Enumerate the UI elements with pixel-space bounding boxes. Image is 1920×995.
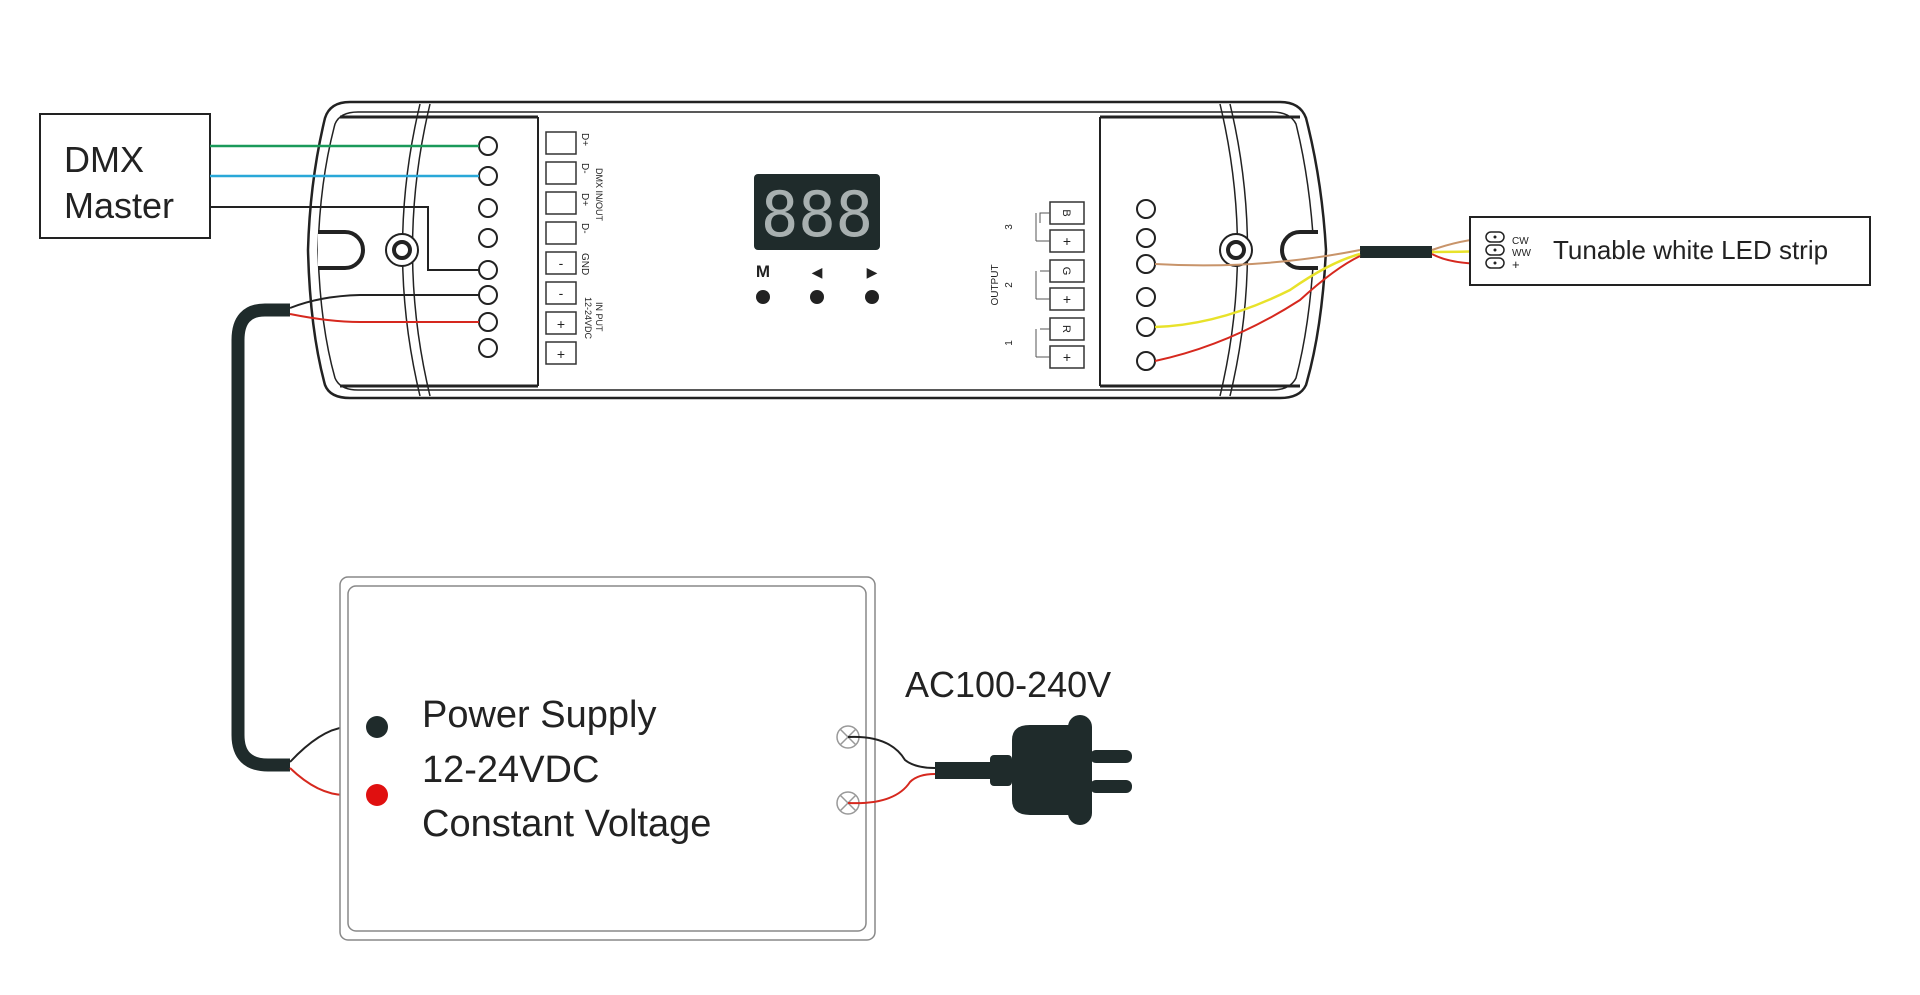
output-terminal-holes [1136,199,1156,371]
psu-label-1: Power Supply [422,694,656,736]
output-label-plus-3: + [1063,233,1071,249]
terminal-label-d-minus-2: D- [579,223,590,234]
terminal-symbol-7: + [557,316,565,332]
led-strip-title: Tunable white LED strip [1553,235,1828,265]
pin-label-plus: + [1512,257,1520,272]
output-label-plus-1: + [1063,349,1071,365]
dmx-master-label-1: DMX [64,139,144,180]
output-label-g: G [1060,267,1072,276]
output-label-b: B [1060,209,1072,216]
terminal-label-d-plus-2: D+ [579,193,590,206]
dmx-master-label-2: Master [64,185,174,226]
output-label-plus-2: + [1063,291,1071,307]
psu-negative-terminal [366,716,388,738]
mains-voltage-label: AC100-240V [905,664,1111,705]
output-channel-2: 2 [1004,282,1015,288]
dmx-inout-label: DMX IN/OUT [594,168,604,222]
right-button[interactable] [865,290,879,304]
output-channel-3: 3 [1004,224,1015,230]
pin-label-cw: CW [1512,236,1529,247]
terminal-label-d-minus-1: D- [579,163,590,174]
dmx-master-box: DMX Master [39,113,211,239]
input-label: IN PUT [594,302,604,332]
input-voltage-label: 12-24VDC [583,297,593,340]
left-button-label: ◀ [812,264,823,280]
output-label-r: R [1060,325,1072,333]
terminal-symbol-6: - [559,285,564,301]
output-group-label: OUTPUT [990,264,1001,305]
display-digits: 888 [761,178,873,251]
terminal-label-gnd: GND [579,253,590,275]
output-channel-1: 1 [1004,340,1015,346]
power-supply-box: Power Supply 12-24VDC Constant Voltage [339,576,876,941]
control-buttons: M ◀ ▶ [756,262,879,304]
terminal-symbol-5: - [559,255,564,271]
psu-positive-terminal [366,784,388,806]
output-terminal-blocks: B + G + R + 3 2 1 OUTPUT [990,201,1085,369]
mode-button[interactable] [756,290,770,304]
led-strip-box: CW WW + Tunable white LED strip [1469,216,1871,286]
left-button[interactable] [810,290,824,304]
input-terminal-blocks: - - + + D+ D- D+ D- GND DMX IN/OUT IN PU… [545,131,604,365]
psu-label-2: 12-24VDC [422,749,599,791]
input-terminal-holes [478,136,498,358]
mains-plug: AC100-240V [847,664,1132,825]
controller-housing [306,100,1328,400]
seven-segment-display: 888 [754,174,880,251]
dmx-wires [210,144,479,271]
right-button-label: ▶ [867,264,878,280]
pin-label-ww: WW [1512,248,1531,259]
psu-label-3: Constant Voltage [422,803,711,845]
dmx-gnd-wire [210,206,479,271]
terminal-symbol-8: + [557,346,565,362]
terminal-label-d-plus-1: D+ [579,133,590,146]
mode-button-label: M [756,262,770,281]
